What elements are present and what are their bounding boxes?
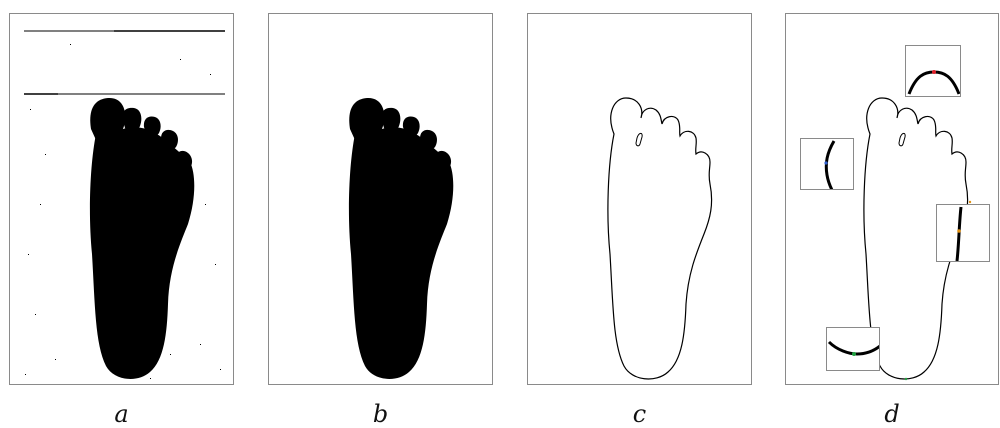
panel-a-graphic	[24, 30, 225, 379]
panel-b-graphic	[348, 97, 454, 379]
top-inset	[905, 45, 961, 97]
marker-right	[968, 200, 972, 204]
panel-d-graphic	[863, 97, 972, 381]
caption-b: b	[372, 400, 389, 428]
caption-c: c	[632, 400, 647, 428]
left-inset	[800, 138, 854, 190]
caption-d: d	[884, 400, 900, 428]
bottom-inset-marker	[852, 352, 856, 356]
right-inset	[936, 204, 990, 262]
contour-hole-d	[898, 132, 906, 147]
foot-silhouette-clean	[348, 97, 454, 379]
foot-silhouette	[89, 97, 195, 379]
left-inset-marker	[824, 161, 828, 165]
contour-hole	[635, 132, 643, 147]
right-inset-marker	[957, 229, 961, 233]
panel-b	[268, 13, 493, 385]
bottom-inset	[826, 327, 880, 371]
marker-bottom	[904, 377, 908, 381]
panel-d	[785, 13, 999, 385]
panel-c-graphic	[607, 97, 713, 380]
caption-a: a	[114, 400, 129, 428]
top-inset-marker	[932, 70, 936, 74]
foot-contour	[607, 97, 713, 380]
panel-a	[9, 13, 234, 385]
scan-noise	[25, 44, 221, 379]
foot-contour-d	[863, 97, 969, 380]
panel-c	[527, 13, 752, 385]
